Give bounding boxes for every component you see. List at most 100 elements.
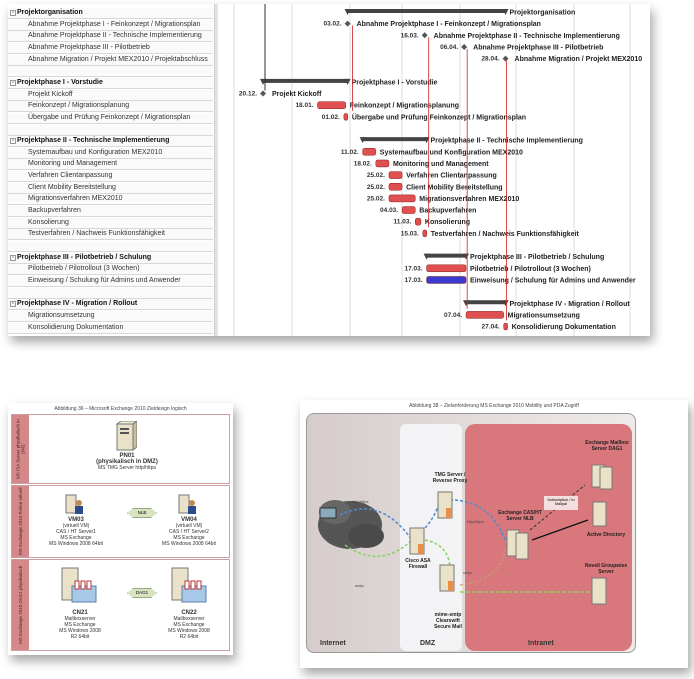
- summary-cap: [502, 300, 509, 307]
- server-name: CN21: [72, 610, 88, 616]
- server-name: VM04: [181, 517, 197, 523]
- task-row[interactable]: Abnahme Migration / Projekt MEX2010 / Pr…: [8, 54, 213, 66]
- task-row[interactable]: Migrationsumsetzung: [8, 310, 213, 322]
- task-name: Systemaufbau und Konfiguration MEX2010: [28, 148, 163, 156]
- task-row[interactable]: Abnahme Projektphase II - Technische Imp…: [8, 31, 213, 43]
- task-date: 15.03.: [401, 230, 419, 237]
- task-row[interactable]: -Projektphase I - Vorstudie: [8, 77, 213, 89]
- collapse-icon[interactable]: -: [10, 254, 16, 261]
- task-row[interactable]: Systemaufbau und Konfiguration MEX2010: [8, 147, 213, 159]
- task-row[interactable]: Pilotbetrieb / Pilotrollout (3 Wochen): [8, 264, 213, 276]
- exchange-mobility-diagram: Abbildung 38 – Zielanforderung MS Exchan…: [300, 400, 688, 668]
- task-bar-label: Pilotbetrieb / Pilotrollout (3 Wochen): [470, 266, 591, 273]
- task-row[interactable]: Konsolierung: [8, 217, 213, 229]
- task-row[interactable]: -Projektorganisation: [8, 8, 213, 19]
- summary-bar: [347, 9, 506, 13]
- link-label: http/https: [352, 499, 369, 504]
- task-bar-label: Systemaufbau und Konfiguration MEX2010: [380, 149, 523, 156]
- collapse-icon[interactable]: -: [10, 138, 16, 145]
- task-bar-label: Abnahme Projektphase II - Technische Imp…: [434, 33, 620, 40]
- task-date: 17.03.: [404, 277, 422, 284]
- firewall-label: Cisco ASA Firewall: [405, 558, 431, 570]
- link-label: smtp: [463, 570, 472, 575]
- task-row[interactable]: Monitoring und Management: [8, 159, 213, 171]
- timeline-background: [218, 4, 650, 336]
- link-label: http/https: [467, 519, 484, 524]
- band-dmz: MS ISA Server physikalisch in DMZ PN01(p…: [11, 414, 230, 484]
- task-row[interactable]: -Projektphase II - Technische Implementi…: [8, 136, 213, 148]
- milestone-diamond: [502, 55, 509, 62]
- task-bar-label: Testverfahren / Nachweis Funktionsfähigk…: [431, 231, 580, 238]
- link-label: smtp: [355, 583, 364, 588]
- task-row[interactable]: Client Mobility Bereitstellung: [8, 182, 213, 194]
- cas-server-label: Exchange CAS/HT Server NLB: [498, 510, 542, 522]
- summary-cap: [344, 78, 351, 85]
- server-icon: [409, 464, 613, 605]
- task-row[interactable]: Übergabe und Prüfung Feinkonzept / Migra…: [8, 112, 213, 124]
- mailbox-server-icon: [171, 567, 207, 603]
- task-bar-label: Feinkonzept / Migrationsplanung: [350, 103, 459, 110]
- task-bar: [465, 311, 504, 319]
- task-name: Client Mobility Bereitstellung: [28, 183, 116, 191]
- task-name: Feinkonzept / Migrationsplanung: [28, 102, 130, 110]
- task-row[interactable]: -Projektphase III - Pilotbetrieb / Schul…: [8, 252, 213, 264]
- task-row[interactable]: [8, 124, 213, 136]
- task-row[interactable]: [8, 241, 213, 252]
- task-name: Konsolidierung Dokumentation: [28, 323, 124, 331]
- task-name: Abnahme Migration / Projekt MEX2010 / Pr…: [28, 55, 208, 63]
- summary-cap: [423, 137, 430, 144]
- task-row[interactable]: Einweisung / Schulung für Admins und Anw…: [8, 275, 213, 287]
- task-row[interactable]: Migrationsverfahren MEX2010: [8, 194, 213, 206]
- task-row[interactable]: [8, 287, 213, 299]
- task-bar: [426, 264, 467, 273]
- task-row[interactable]: Abnahme Projektphase I - Feinkonzept / M…: [8, 19, 213, 31]
- task-name: Übergabe und Prüfung Feinkonzept / Migra…: [28, 113, 191, 121]
- collapse-icon[interactable]: -: [10, 10, 16, 16]
- task-name: Einweisung / Schulung für Admins und Anw…: [28, 276, 181, 284]
- gantt-splitter[interactable]: [214, 4, 218, 336]
- task-bar: [375, 159, 390, 168]
- groupwise-label: Novell Groupwise Server: [584, 563, 628, 575]
- collapse-icon[interactable]: -: [10, 301, 16, 308]
- task-date: 25.02.: [367, 172, 385, 179]
- task-bar-label: Abnahme Projektphase I - Feinkonzept / M…: [357, 21, 541, 28]
- mail-gateway-label: mime-smtp Clearswift Secure Mail: [434, 612, 462, 630]
- collapse-icon[interactable]: -: [10, 79, 16, 86]
- task-name: Monitoring und Management: [28, 160, 118, 168]
- task-row[interactable]: Backupverfahren: [8, 206, 213, 218]
- summary-cap: [423, 253, 430, 260]
- task-row[interactable]: Konsolidierung Dokumentation: [8, 322, 213, 334]
- summary-bar: [466, 300, 506, 305]
- task-name: Pilotbetrieb / Pilotrollout (3 Wochen): [28, 265, 140, 273]
- task-row[interactable]: Projekt Kickoff: [8, 89, 213, 101]
- tmg-server-label: TMG Server / Reverse Proxy: [432, 472, 468, 484]
- task-name: Verfahren Clientanpassung: [28, 172, 113, 180]
- mailbox-server-label: Exchange Mailbox Server DAG1: [585, 440, 629, 452]
- task-bar-label: Client Mobility Bereitstellung: [406, 184, 502, 191]
- subscription-label: Subscription / to Mailpal: [544, 496, 578, 510]
- task-bar-label: Projekt Kickoff: [272, 91, 322, 98]
- task-row[interactable]: Abnahme Projektphase III - Pilotbetrieb: [8, 42, 213, 54]
- zone-label-intranet: Intranet: [528, 640, 554, 647]
- task-name: Abnahme Projektphase III - Pilotbetrieb: [28, 43, 150, 51]
- task-row[interactable]: Verfahren Clientanpassung: [8, 171, 213, 183]
- task-row[interactable]: [8, 66, 213, 78]
- task-row[interactable]: -Projektphase IV - Migration / Rollout: [8, 299, 213, 311]
- task-row[interactable]: Feinkonzept / Migrationsplanung: [8, 101, 213, 113]
- task-bar-label: Projektphase I - Vorstudie: [352, 79, 438, 86]
- summary-bar: [362, 137, 427, 142]
- task-row[interactable]: Testverfahren / Nachweis Funktionsfähigk…: [8, 229, 213, 241]
- task-name: Projektphase II - Technische Implementie…: [17, 137, 170, 145]
- milestone-diamond: [461, 43, 468, 50]
- task-bar: [388, 171, 403, 179]
- task-bar: [503, 322, 508, 331]
- task-name: Backupverfahren: [28, 207, 81, 215]
- summary-bar: [263, 78, 348, 83]
- task-name: Projektphase I - Vorstudie: [17, 78, 103, 86]
- task-name: Testverfahren / Nachweis Funktionsfähigk…: [28, 230, 165, 238]
- dag-arrow: DAG1: [127, 588, 157, 598]
- task-name: Konsolierung: [28, 218, 69, 226]
